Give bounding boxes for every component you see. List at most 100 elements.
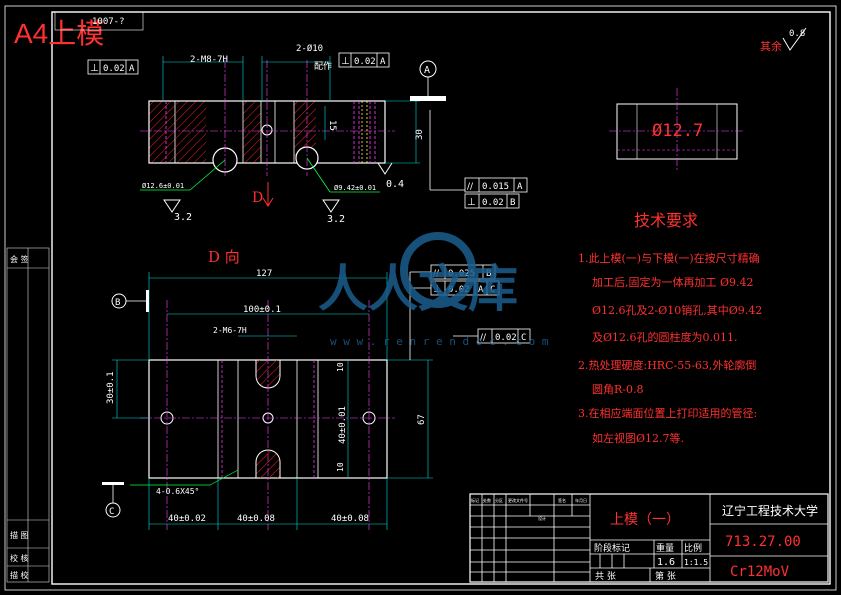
title-sheet-no: 第 张 xyxy=(655,570,676,582)
sheet-size-tag: A4上模 xyxy=(14,18,104,49)
roughness-right-value: 3.2 xyxy=(327,214,345,225)
view-letter-d: D xyxy=(252,190,263,206)
gdt-perp-right-datum: A xyxy=(380,57,386,67)
front-view xyxy=(112,272,433,530)
rev-col-2: 处数 xyxy=(483,497,491,503)
datum-a-letter: A xyxy=(424,65,430,76)
title-small-label: 设计 xyxy=(538,515,546,521)
gdt-perp-right xyxy=(338,52,390,68)
left-strip-label-2: 描 图 xyxy=(10,530,29,540)
detail-view xyxy=(609,88,744,172)
dim-right-top: 10 xyxy=(336,362,345,372)
roughness-left-symbol xyxy=(163,199,181,213)
gdt-perp-b-symbol: ⊥ xyxy=(467,197,476,208)
title-weight-label: 重量 xyxy=(656,542,674,554)
dim-total-height: 67 xyxy=(417,414,427,425)
gdt-parallel-c-value: 0.02 xyxy=(495,333,517,343)
chamfer-label: 4-0.6X45° xyxy=(156,487,199,496)
title-sheets: 共 张 xyxy=(595,571,616,582)
gdt-parallel-a xyxy=(464,177,528,193)
gdt-parallel-b xyxy=(430,264,496,280)
title-material: Cr12MoV xyxy=(730,564,790,580)
detail-label: Ø12.7 xyxy=(652,121,703,141)
tech-line-4: 及Ø12.6孔的圆柱度为0.011. xyxy=(592,330,738,344)
watermark-url: w w w . r e n r e n d o c . c o m xyxy=(330,335,549,348)
title-school: 辽宁工程技术大学 xyxy=(722,503,818,518)
title-drawing-no: 713.27.00 xyxy=(725,534,801,550)
tech-line-3: Ø12.6孔及2-Ø10销孔,其中Ø9.42 xyxy=(592,303,762,317)
gdt-parallel-c-datum: C xyxy=(521,333,526,343)
gdt-parallel-c-symbol: // xyxy=(480,333,487,343)
gdt-perp-ac-datum2: C xyxy=(490,285,495,295)
tech-line-6: 圆角R-0.8 xyxy=(592,383,644,396)
title-stage-label: 阶段标记 xyxy=(594,542,630,554)
dim-right-height: 40±0.01 xyxy=(338,406,348,444)
dim-left-height: 30±0.1 xyxy=(106,371,116,404)
top-hatch-center xyxy=(243,101,261,163)
rev-col-6: 年月日 xyxy=(575,497,587,503)
roughness-rest-label: 其余 xyxy=(760,39,782,53)
roughness-left-value: 3.2 xyxy=(174,212,192,223)
roughness-rest-symbol xyxy=(782,27,807,51)
top-hatch-left xyxy=(149,101,175,163)
title-scale: 1:1.5 xyxy=(684,558,708,567)
tech-line-1: 1.此上模(一)与下模(一)在按尺寸精确 xyxy=(578,251,760,265)
roughness-right-symbol xyxy=(322,199,340,213)
sheet-stamp-top: 1007-? xyxy=(92,17,125,27)
gdt-parallel-a-value: 0.015 xyxy=(482,182,509,192)
gdt-perp-ac-symbol: ⊥ xyxy=(433,284,442,295)
dim-vertical-15: 15 xyxy=(327,120,337,131)
dim-overall-127: 127 xyxy=(256,269,272,279)
gdt-perp-b-datum: B xyxy=(510,198,515,208)
gdt-perp-left-value: 0.02 xyxy=(103,64,125,74)
gdt-parallel-a-datum: A xyxy=(517,182,523,192)
dim-right-bottom: 10 xyxy=(336,462,345,472)
phi-right-label: Ø9.42±0.01 xyxy=(334,184,376,192)
gdt-parallel-b-symbol: // xyxy=(433,269,440,279)
gdt-perp-right-value: 0.02 xyxy=(354,57,376,67)
dim-height-30: 30 xyxy=(415,129,425,140)
title-part-name: 上模（一） xyxy=(610,512,680,528)
hole-callout-front: 2-M6-7H xyxy=(213,326,247,335)
datum-c-letter: C xyxy=(109,507,114,517)
gdt-perp-b xyxy=(464,193,520,209)
front-view-title: D 向 xyxy=(208,248,240,266)
tech-line-2: 加工后,固定为一体再加工 Ø9.42 xyxy=(592,275,754,289)
gdt-perp-left-datum: A xyxy=(129,64,135,74)
tech-line-5: 2.热处理硬度:HRC-55-63,外轮廓倒 xyxy=(578,358,756,372)
sheet-frame xyxy=(4,5,837,591)
watermark: 人人文库 w w w . r e n r e n d o c . c o m xyxy=(318,232,549,348)
gdt-perp-b-value: 0.02 xyxy=(482,198,504,208)
dim-bottom-2: 40±0.08 xyxy=(237,514,275,524)
gdt-parallel-c xyxy=(477,328,531,344)
gdt-perp-right-symbol: ⊥ xyxy=(341,56,350,67)
left-strip-label-3: 校 核 xyxy=(10,553,29,563)
phi-left-label: Ø12.6±0.01 xyxy=(142,182,184,190)
datum-b-letter: B xyxy=(115,298,120,308)
dim-bottom-3: 40±0.08 xyxy=(331,514,369,524)
title-block xyxy=(469,493,829,583)
roughness-rest-value: 0.8 xyxy=(789,29,805,39)
left-strip-label-1: 会 签 xyxy=(10,254,29,264)
roughness-side-symbol xyxy=(377,162,393,175)
hole-callout-left: 2-M8-7H xyxy=(190,55,228,65)
gdt-perp-left xyxy=(87,59,139,75)
dim-center-100: 100±0.1 xyxy=(243,305,281,315)
gdt-parallel-b-datum: B xyxy=(486,269,491,279)
gdt-perp-ac-value: 0.02 xyxy=(448,285,470,295)
revision-header: 标记 处数 分区 更改文件号 签名 年月日 xyxy=(471,497,587,503)
gdt-perp-left-symbol: ⊥ xyxy=(90,63,99,74)
dim-bottom-1: 40±0.02 xyxy=(168,514,206,524)
gdt-perp-ac-datum: A xyxy=(478,285,484,295)
top-hatch-mid xyxy=(176,101,206,163)
title-weight: 1.6 xyxy=(657,557,675,568)
rev-col-5: 签名 xyxy=(558,497,566,503)
rev-col-3: 分区 xyxy=(495,497,503,503)
top-view xyxy=(140,56,420,193)
hole-callout-right: 2-Ø10 xyxy=(296,43,323,54)
left-strip xyxy=(6,247,50,583)
tech-line-7: 3.在相应端面位置上打印适用的管径: xyxy=(578,406,757,420)
roughness-side-value: 0.4 xyxy=(386,179,404,190)
rev-col-4: 更改文件号 xyxy=(508,497,528,503)
